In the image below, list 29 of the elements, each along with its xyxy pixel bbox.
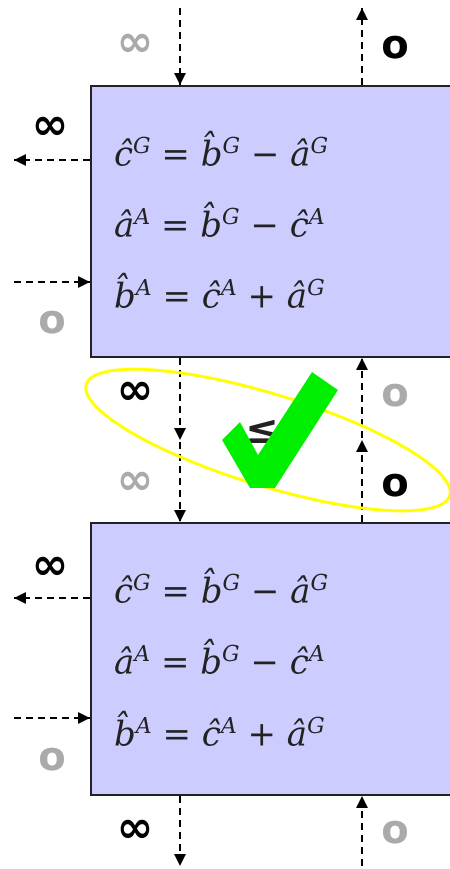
symbol-label: o	[381, 463, 409, 503]
symbol-label: o	[38, 300, 66, 340]
equation-box	[90, 85, 450, 358]
dashed-arrow	[356, 796, 368, 866]
symbol-label: ∞	[116, 806, 154, 850]
equation: ĉ$^{G}$ = b̂$^{G}$ − â$^{G}$	[114, 114, 328, 186]
dashed-arrow	[174, 8, 186, 85]
equation: ĉ$^{G}$ = b̂$^{G}$ − â$^{G}$	[114, 552, 328, 624]
equation: â$^{A}$ = b̂$^{G}$ − ĉ$^{A}$	[114, 623, 325, 695]
symbol-label: ∞	[32, 543, 68, 587]
equation: b̂$^{A}$ = ĉ$^{A}$ + â$^{G}$	[114, 257, 325, 328]
dashed-arrow	[14, 154, 90, 166]
symbol-label: ∞	[32, 103, 68, 147]
symbol-label: o	[381, 373, 409, 413]
dashed-arrow	[174, 358, 186, 522]
dashed-arrow	[14, 592, 90, 604]
symbol-label: ∞	[116, 458, 154, 502]
symbol-label: ∞	[116, 368, 154, 412]
dashed-arrow	[356, 8, 368, 85]
equation: b̂$^{A}$ = ĉ$^{A}$ + â$^{G}$	[114, 694, 325, 766]
symbol-label: o	[381, 810, 409, 850]
symbol-label: o	[381, 25, 409, 65]
symbol-label: o	[38, 737, 66, 777]
dashed-arrow	[14, 276, 90, 288]
symbol-label: ∞	[116, 20, 154, 64]
equation: â$^{A}$ = b̂$^{G}$ − ĉ$^{A}$	[114, 186, 325, 258]
equation-box	[90, 522, 450, 796]
dashed-arrow	[14, 712, 90, 724]
dashed-arrow	[174, 796, 186, 866]
